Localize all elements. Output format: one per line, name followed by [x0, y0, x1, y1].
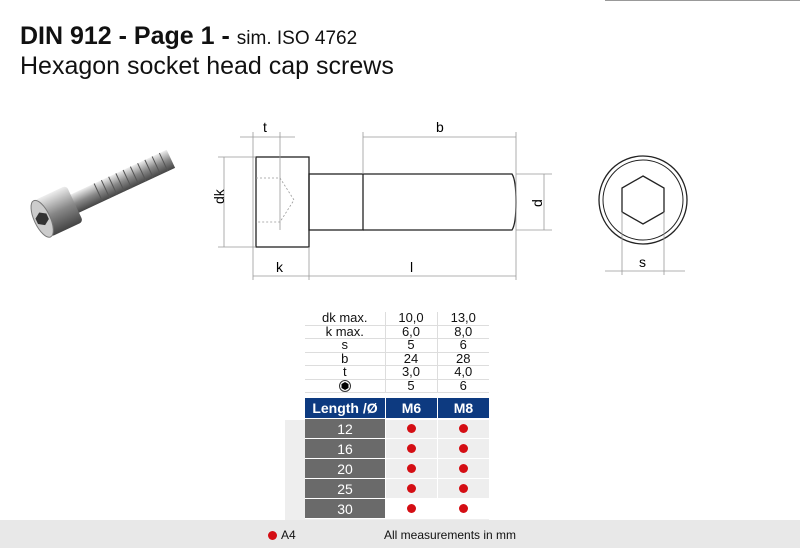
- availability-m8: [437, 479, 489, 498]
- spec-m6: 3,0: [384, 365, 437, 380]
- available-dot-icon: [407, 424, 416, 433]
- spec-m6: 24: [384, 352, 437, 366]
- spec-m6: 10,0: [384, 311, 437, 326]
- availability-m6: [385, 439, 437, 458]
- spec-label: t: [305, 365, 385, 380]
- dim-label-d: d: [529, 199, 545, 207]
- screw-photo: [30, 149, 176, 238]
- length-cell: 30: [305, 499, 385, 518]
- dim-label-b: b: [436, 120, 444, 135]
- page-subtitle: Hexagon socket head cap screws: [20, 52, 394, 80]
- spec-m8: 8,0: [436, 325, 489, 339]
- table-row: 20: [305, 459, 489, 479]
- spec-m8: 4,0: [436, 365, 489, 380]
- available-dot-icon: [407, 504, 416, 513]
- length-cell: 16: [305, 439, 385, 458]
- footer: A4 All measurements in mm: [0, 520, 800, 548]
- availability-m8: [437, 439, 489, 458]
- availability-table: 12 16 20 25 30: [305, 419, 489, 519]
- legend-label: A4: [281, 528, 296, 542]
- spec-label: dk max.: [305, 311, 385, 326]
- dim-label-s: s: [639, 254, 646, 270]
- dim-label-l: l: [410, 259, 413, 275]
- available-dot-icon: [459, 424, 468, 433]
- availability-m6: [385, 459, 437, 478]
- title-main: DIN 912 - Page 1 -: [20, 22, 230, 50]
- availability-m8: [437, 459, 489, 478]
- table-row: 25: [305, 479, 489, 499]
- spec-m8: 28: [436, 352, 489, 366]
- available-dot-icon: [459, 484, 468, 493]
- available-dot-icon: [407, 484, 416, 493]
- header-length: Length /Ø: [312, 400, 378, 416]
- spec-label: k max.: [305, 325, 385, 339]
- length-cell: 12: [305, 419, 385, 438]
- page-title: DIN 912 - Page 1 - sim. ISO 4762: [20, 22, 357, 53]
- table-header: Length /Ø M6 M8: [305, 398, 489, 418]
- table-row: 30: [305, 499, 489, 519]
- spec-m6: 6,0: [384, 325, 437, 339]
- available-dot-icon: [459, 504, 468, 513]
- header-m6: M6: [385, 398, 437, 418]
- availability-m6: [385, 479, 437, 498]
- availability-m8: [437, 499, 489, 518]
- table-row: 16: [305, 439, 489, 459]
- spec-m8: 6: [436, 338, 489, 353]
- legend-dot-icon: [268, 530, 277, 540]
- top-rule: [605, 0, 800, 1]
- legend-a4: A4: [268, 528, 296, 542]
- spec-label: s: [305, 338, 385, 353]
- side-view-drawing: t b dk d k l: [211, 120, 552, 280]
- length-cell: 25: [305, 479, 385, 498]
- spec-label: [305, 379, 385, 394]
- measurement-note: All measurements in mm: [384, 528, 517, 542]
- availability-m8: [437, 419, 489, 438]
- availability-m6: [385, 419, 437, 438]
- available-dot-icon: [407, 444, 416, 453]
- spec-label: b: [305, 352, 385, 366]
- hex-key-icon: [338, 380, 351, 393]
- available-dot-icon: [459, 444, 468, 453]
- spec-m6: 5: [384, 338, 437, 353]
- header-m8: M8: [437, 398, 489, 418]
- length-cell: 20: [305, 459, 385, 478]
- spec-m8: 6: [436, 379, 489, 394]
- dim-label-dk: dk: [211, 188, 227, 204]
- available-dot-icon: [407, 464, 416, 473]
- availability-m6: [385, 499, 437, 518]
- table-row: 12: [305, 419, 489, 439]
- spec-m6: 5: [384, 379, 437, 394]
- available-dot-icon: [459, 464, 468, 473]
- dim-label-t: t: [263, 120, 267, 135]
- end-view-drawing: s: [598, 155, 688, 275]
- spec-m8: 13,0: [436, 311, 489, 326]
- title-standard: sim. ISO 4762: [236, 28, 358, 49]
- dim-label-k: k: [276, 259, 284, 275]
